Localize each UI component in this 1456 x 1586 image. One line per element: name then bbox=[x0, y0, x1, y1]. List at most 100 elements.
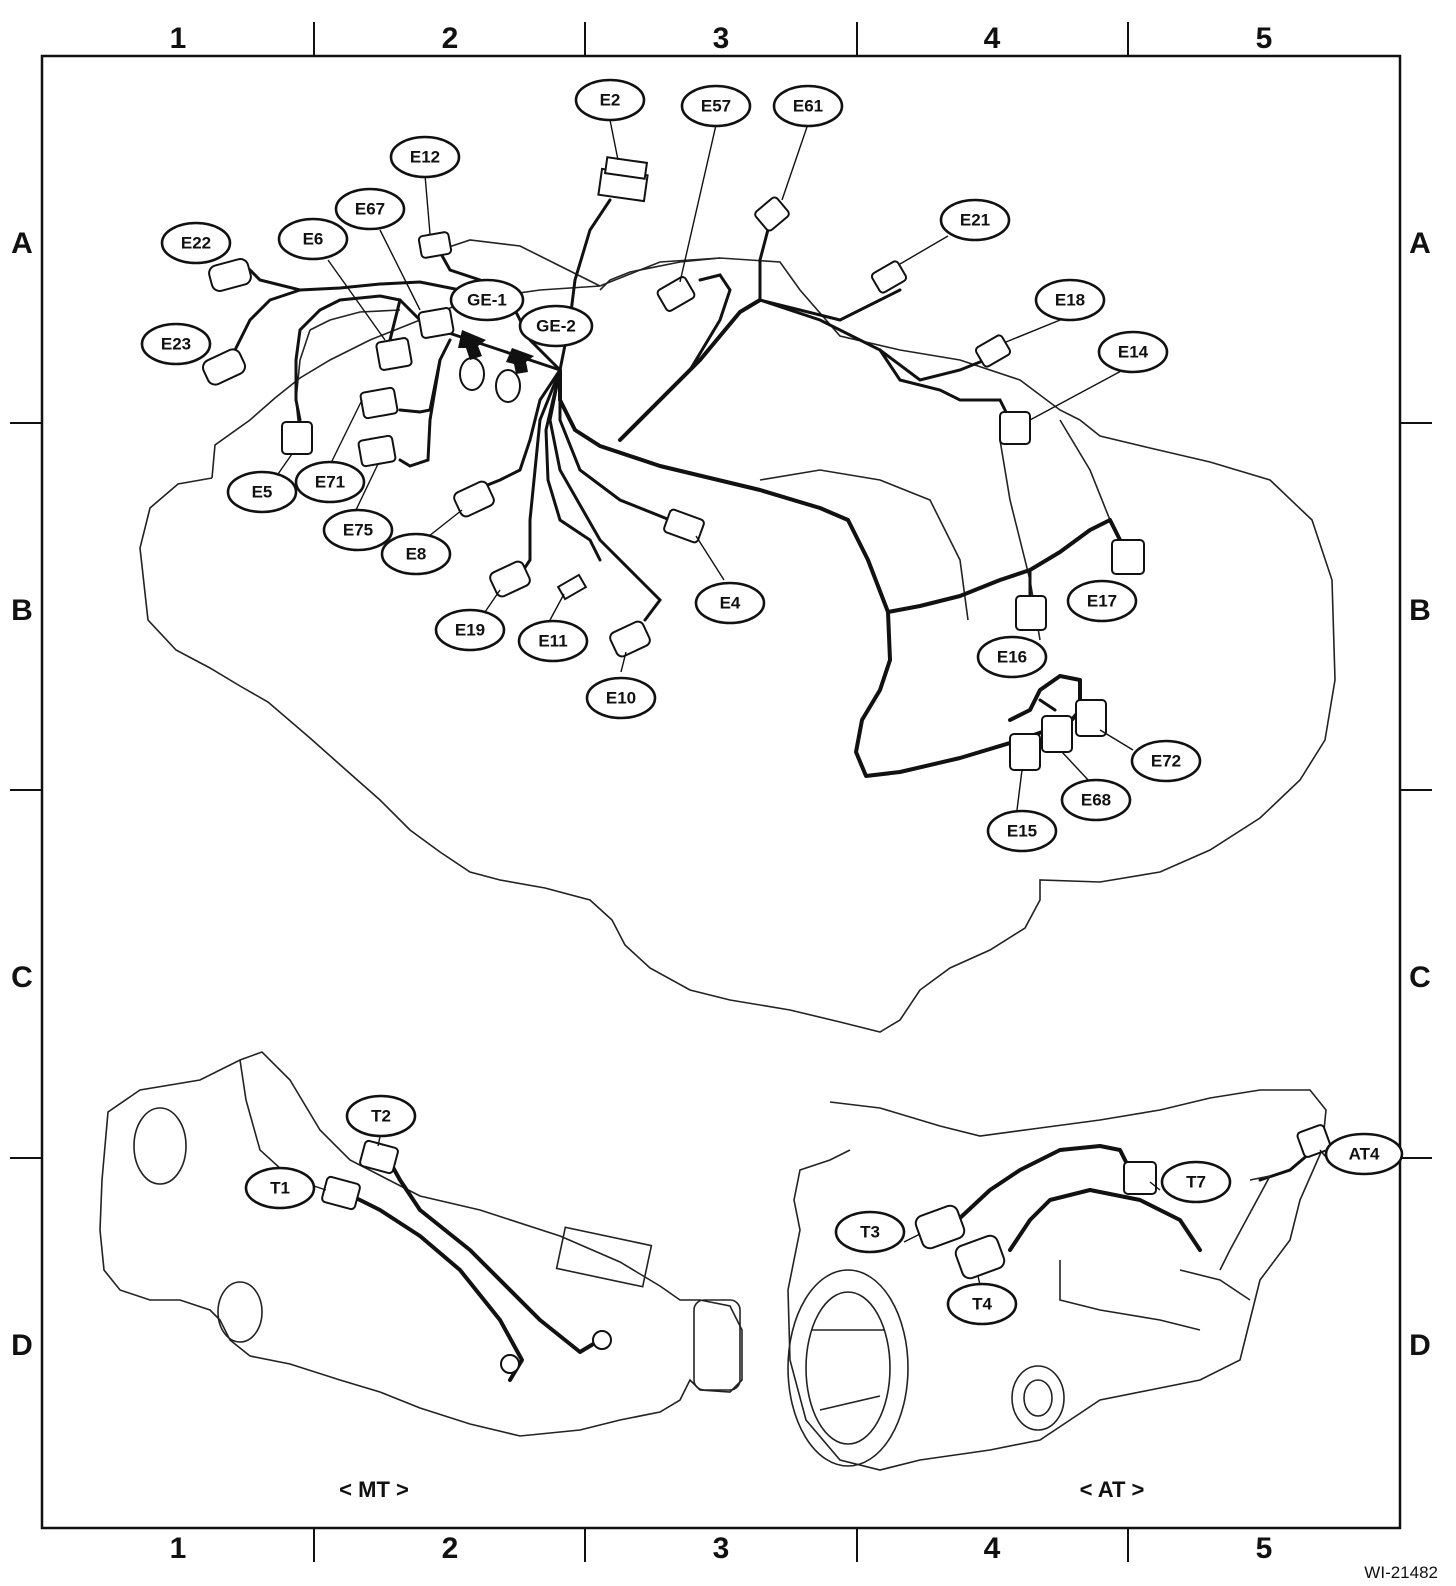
ground-terminal-ge-1 bbox=[459, 357, 485, 391]
callout-e57: E57 bbox=[680, 84, 752, 128]
caption-at: < AT > bbox=[1080, 1477, 1145, 1502]
engine-harness bbox=[228, 198, 1122, 778]
connector-body-e17 bbox=[1111, 539, 1145, 575]
grid-row-a-right: A bbox=[1409, 227, 1431, 260]
callout-e75-label: E75 bbox=[343, 521, 373, 540]
connector-body-e67 bbox=[417, 307, 455, 339]
at-transmission-drawing bbox=[787, 1089, 1332, 1471]
mt-transmission-drawing bbox=[99, 1051, 743, 1437]
callout-e18: E18 bbox=[1034, 278, 1106, 322]
connector-body-t1 bbox=[321, 1175, 361, 1211]
callout-t4-label: T4 bbox=[972, 1295, 992, 1314]
connector-body-at4 bbox=[1296, 1124, 1332, 1158]
grid-row-labels-left: A B C D bbox=[11, 227, 33, 1362]
engine-connector-bodies bbox=[202, 156, 1145, 771]
connector-callouts: E2 E57 E61 E12 E21 E67 E6 E22 GE-1 GE-2 … bbox=[140, 78, 1404, 1326]
connector-body-e6 bbox=[375, 337, 413, 371]
figure-id: WI-21482 bbox=[1364, 1563, 1438, 1582]
callout-e19-label: E19 bbox=[455, 621, 485, 640]
connector-body-e19 bbox=[489, 560, 531, 598]
callout-e14-label: E14 bbox=[1118, 343, 1149, 362]
connector-body-e23 bbox=[202, 348, 246, 386]
grid-row-b-left: B bbox=[11, 594, 33, 627]
grid-col-5-top: 5 bbox=[1256, 22, 1273, 55]
callout-e2: E2 bbox=[574, 78, 646, 122]
grid-row-d-right: D bbox=[1409, 1329, 1431, 1362]
callout-e67: E67 bbox=[334, 187, 406, 231]
callout-t3-label: T3 bbox=[860, 1223, 880, 1242]
callout-e68-label: E68 bbox=[1081, 791, 1111, 810]
callout-ge-2-label: GE-2 bbox=[536, 317, 576, 336]
engine-outline bbox=[139, 239, 1336, 1033]
grid-col-1-top: 1 bbox=[170, 22, 187, 55]
grid-col-3-top: 3 bbox=[713, 22, 730, 55]
connector-body-e72 bbox=[1075, 699, 1107, 737]
callout-e2-label: E2 bbox=[600, 91, 621, 110]
callout-e22: E22 bbox=[160, 221, 232, 265]
callout-e16: E16 bbox=[976, 635, 1048, 679]
diagram-frame bbox=[40, 54, 1402, 1530]
callout-e21-label: E21 bbox=[960, 211, 990, 230]
grid-ticks bbox=[10, 22, 1432, 1562]
callout-e61: E61 bbox=[772, 84, 844, 128]
callout-e57-label: E57 bbox=[701, 97, 731, 116]
callout-e4: E4 bbox=[694, 581, 766, 625]
callout-e72-label: E72 bbox=[1151, 752, 1181, 771]
callout-e17: E17 bbox=[1066, 579, 1138, 623]
connector-body-e11 bbox=[556, 573, 588, 601]
connector-body-t2 bbox=[359, 1139, 399, 1175]
callout-e67-label: E67 bbox=[355, 200, 385, 219]
callout-e8-label: E8 bbox=[406, 545, 427, 564]
callout-e6-label: E6 bbox=[303, 230, 324, 249]
callout-ge-1: GE-1 bbox=[449, 278, 525, 322]
connector-body-e18 bbox=[974, 334, 1012, 368]
callout-t7-label: T7 bbox=[1186, 1173, 1206, 1192]
grid-row-labels-right: A B C D bbox=[1409, 227, 1431, 1362]
connector-body-e71 bbox=[359, 386, 399, 420]
callout-e12-label: E12 bbox=[410, 148, 440, 167]
connector-body-e5 bbox=[281, 421, 313, 455]
grid-row-c-left: C bbox=[11, 961, 33, 994]
callout-e75: E75 bbox=[322, 508, 394, 552]
callout-ge-1-label: GE-1 bbox=[467, 291, 507, 310]
callout-e68: E68 bbox=[1060, 778, 1132, 822]
connector-body-e21 bbox=[870, 260, 908, 294]
callout-e61-label: E61 bbox=[793, 97, 823, 116]
callout-e11: E11 bbox=[517, 619, 589, 663]
callout-e71-label: E71 bbox=[315, 473, 345, 492]
connector-body-e4 bbox=[663, 508, 705, 544]
callout-e72: E72 bbox=[1130, 739, 1202, 783]
connector-body-e8 bbox=[453, 480, 495, 518]
callout-e15-label: E15 bbox=[1007, 822, 1037, 841]
grid-col-4-bottom: 4 bbox=[984, 1532, 1001, 1565]
callout-e23-label: E23 bbox=[161, 335, 191, 354]
engine-leader-lines bbox=[277, 119, 1134, 811]
callout-e5: E5 bbox=[226, 470, 298, 514]
connector-body-e22 bbox=[208, 258, 252, 292]
grid-col-3-bottom: 3 bbox=[713, 1532, 730, 1565]
callout-ge-2: GE-2 bbox=[518, 304, 594, 348]
grid-column-labels-bottom: 1 2 3 4 5 bbox=[170, 1532, 1273, 1565]
connector-body-e16 bbox=[1015, 595, 1047, 631]
grid-col-4-top: 4 bbox=[984, 22, 1001, 55]
connector-body-e14 bbox=[999, 411, 1031, 445]
connector-body-e10 bbox=[609, 620, 651, 658]
connector-body-t4 bbox=[954, 1234, 1006, 1280]
connector-body-t7 bbox=[1123, 1161, 1157, 1195]
callout-at4: AT4 bbox=[1324, 1132, 1404, 1176]
connector-body-e2 bbox=[597, 156, 649, 203]
caption-mt: < MT > bbox=[339, 1477, 409, 1502]
ground-arrow-ge-2 bbox=[506, 348, 534, 374]
callout-e4-label: E4 bbox=[720, 594, 741, 613]
connector-body-e57 bbox=[656, 276, 696, 312]
connector-body-t3 bbox=[914, 1204, 966, 1250]
ground-terminal-ge-2 bbox=[495, 369, 521, 403]
connector-body-e75 bbox=[357, 434, 397, 468]
callout-at4-label: AT4 bbox=[1349, 1145, 1380, 1164]
callout-e8: E8 bbox=[380, 532, 452, 576]
callout-e5-label: E5 bbox=[252, 483, 273, 502]
callout-e10-label: E10 bbox=[606, 689, 636, 708]
callout-e23: E23 bbox=[140, 322, 212, 366]
callout-e18-label: E18 bbox=[1055, 291, 1085, 310]
